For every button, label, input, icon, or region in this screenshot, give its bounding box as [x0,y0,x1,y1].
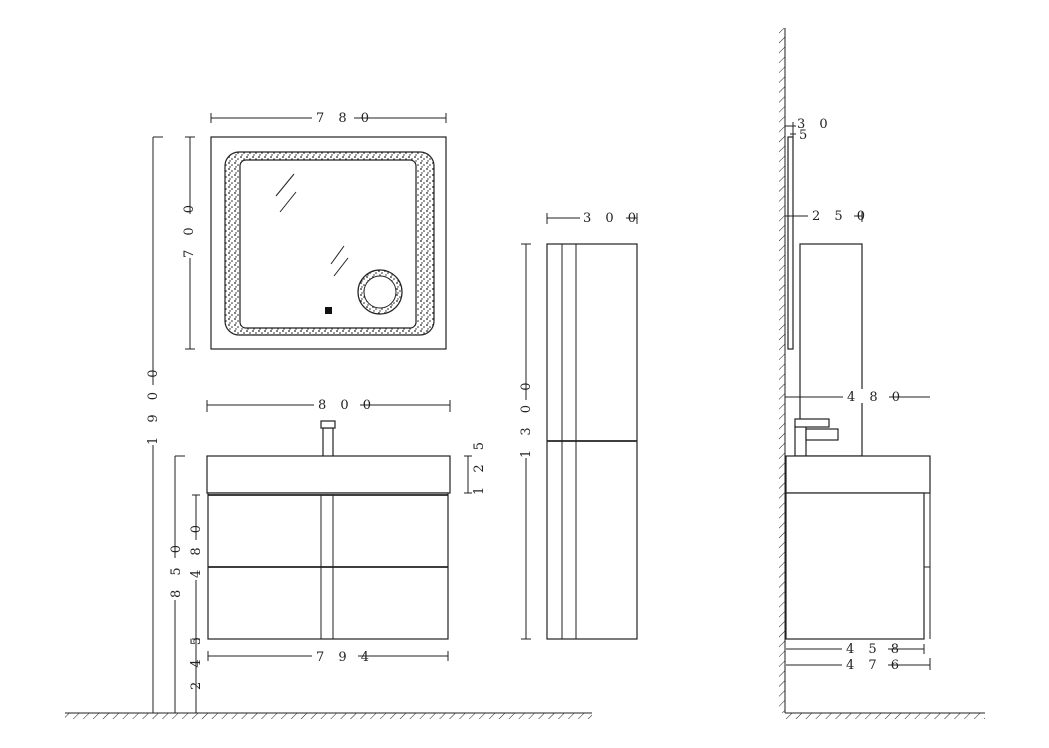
dim-tall-side-depth: 2 5 0 [785,208,870,224]
dim-vanity-height: 8 5 0 [167,455,185,713]
dim-mirror-depth-label: 5 [799,128,812,143]
dim-cabinet-body-width: 7 9 4 [207,649,449,665]
dim-total-height: 1 9 0 0 [145,136,163,713]
dim-vanity-height-label: 8 5 0 [169,540,184,598]
faucet-front [322,427,334,458]
dim-tall-cabinet-depth: 3 0 0 [546,210,641,226]
dim-total-height-label: 1 9 0 0 [146,365,161,445]
dim-drawer-height-label: 4 8 0 [189,520,204,578]
tall-cabinet-front [546,243,638,640]
dim-vanity-depth-label: 4 8 0 [847,390,905,405]
faucet-side [794,418,839,457]
dim-vanity-body-depth-label: 4 5 8 [846,642,904,657]
dim-vanity-total-depth-label: 4 7 6 [846,658,904,673]
dim-tall-side-depth-label: 2 5 0 [812,209,870,224]
dim-cabinet-body-width-label: 7 9 4 [316,650,374,665]
dim-basin-thickness: 1 2 5 [464,437,487,495]
dim-mirror-height-label: 7 0 0 [182,200,197,258]
dim-drawer-height: 4 8 0 [189,494,204,639]
basin-top-front [206,455,451,494]
wall-side [779,28,786,713]
dim-tall-cabinet-depth-label: 3 0 0 [583,211,641,226]
dim-mirror-height: 7 0 0 [182,136,197,350]
dim-basin-thickness-label: 1 2 5 [472,437,487,495]
dim-vanity-body-depth: 4 5 8 [786,641,925,657]
dim-mirror-offset-label: 3 0 [797,117,833,132]
tall-cabinet-side [799,243,863,457]
dim-mirror-width: 7 8 0 [210,110,447,126]
floor-side [785,712,985,719]
dim-tall-cabinet-height-label: 1 3 0 0 [519,378,534,458]
vanity-side [785,418,931,640]
dim-tall-cabinet-height: 1 3 0 0 [518,243,534,640]
vanity-front [206,420,451,640]
dim-vanity-total-depth: 4 7 6 [786,657,931,673]
dim-vanity-depth: 4 8 0 [785,389,930,405]
mirror-front [210,136,447,350]
dim-floor-gap-label: 2 4 5 [189,632,204,690]
floor-front [65,712,592,719]
dim-vanity-width: 8 0 0 [206,397,451,413]
dim-floor-gap: 2 4 5 [189,632,204,713]
dim-mirror-depth: 5 [790,128,812,143]
mirror-side [787,136,794,350]
dim-vanity-width-label: 8 0 0 [318,398,376,413]
basin-top-side [785,455,931,494]
dim-mirror-width-label: 7 8 0 [316,111,374,126]
touch-switch-icon [325,307,332,314]
